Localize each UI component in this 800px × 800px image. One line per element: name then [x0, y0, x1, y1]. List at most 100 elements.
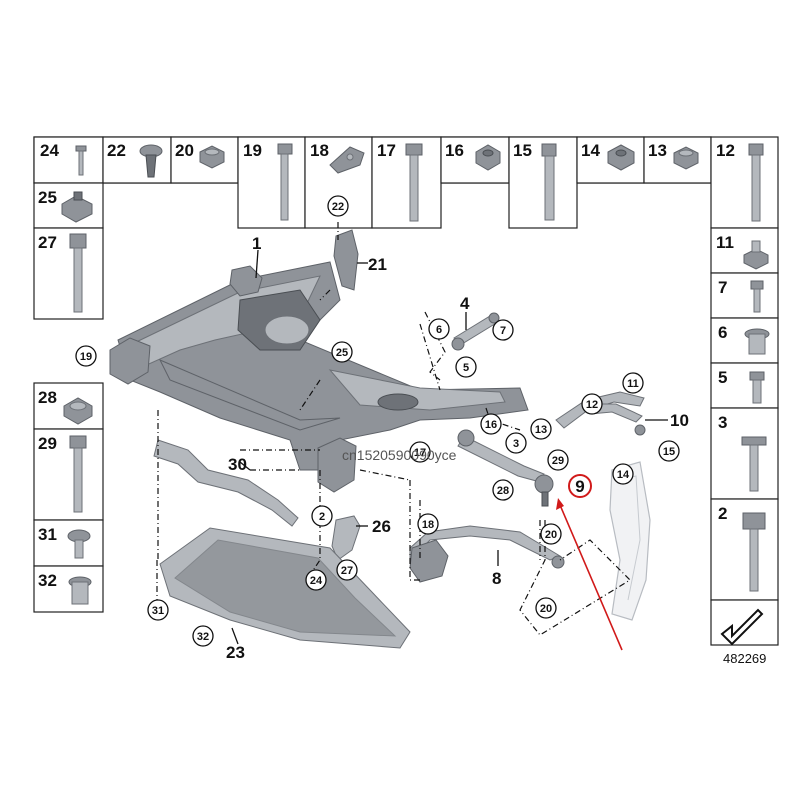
box-16-label: 16 — [445, 141, 464, 160]
box-24-label: 24 — [40, 141, 59, 160]
box-22[interactable]: 22 — [102, 136, 172, 184]
bracket-clip-icon — [329, 146, 365, 174]
box-27[interactable]: 27 — [33, 227, 104, 320]
box-19[interactable]: 19 — [237, 136, 306, 229]
box-15-label: 15 — [513, 141, 532, 160]
callout-circle-31: 31 — [147, 599, 169, 621]
svg-text:19: 19 — [80, 351, 92, 363]
diagram-number: 482269 — [723, 651, 766, 666]
box-18-label: 18 — [310, 141, 329, 160]
solid-leaders — [231, 249, 668, 645]
box-27-label: 27 — [38, 233, 57, 252]
box-11[interactable]: 11 — [710, 227, 779, 274]
box-24[interactable]: 24 — [33, 136, 104, 184]
callout-circle-24: 24 — [305, 569, 327, 591]
box-31[interactable]: 31 — [33, 519, 104, 567]
box-17[interactable]: 17 — [371, 136, 442, 229]
orientation-arrow-box — [710, 599, 779, 646]
control-arm-9[interactable] — [457, 429, 554, 507]
svg-text:11: 11 — [627, 378, 639, 390]
box-14[interactable]: 14 — [576, 136, 645, 184]
box-22-label: 22 — [107, 141, 126, 160]
callout-circle-19: 19 — [75, 345, 97, 367]
callout-circle-20a: 20 — [540, 523, 562, 545]
long-bolt-icon — [69, 435, 87, 513]
box-6[interactable]: 6 — [710, 317, 779, 364]
box-5-label: 5 — [718, 368, 727, 387]
bracket-21[interactable] — [333, 229, 359, 291]
box-2[interactable]: 2 — [710, 498, 779, 601]
box-20-label: 20 — [175, 141, 194, 160]
callout-circle-9[interactable]: 9 — [568, 474, 592, 498]
front-axle-carrier[interactable] — [109, 261, 529, 493]
screw-icon — [75, 145, 87, 176]
callout-circle-5: 5 — [455, 356, 477, 378]
callout-10: 10 — [670, 411, 689, 430]
svg-text:25: 25 — [336, 347, 348, 359]
callout-circle-25: 25 — [331, 341, 353, 363]
svg-text:12: 12 — [586, 399, 598, 411]
svg-text:29: 29 — [552, 455, 564, 467]
tension-strut-4[interactable] — [451, 312, 500, 351]
box-32[interactable]: 32 — [33, 565, 104, 613]
wishbone-8[interactable] — [409, 525, 565, 583]
box-28[interactable]: 28 — [33, 382, 104, 430]
highlight-arrow — [559, 504, 623, 651]
box-32-label: 32 — [38, 571, 57, 590]
svg-text:16: 16 — [485, 419, 497, 431]
box-15[interactable]: 15 — [508, 136, 578, 229]
highlighted-part-label: 9 — [575, 477, 584, 496]
svg-text:20: 20 — [540, 603, 552, 615]
callout-circle-11: 11 — [622, 372, 644, 394]
box-7-label: 7 — [718, 278, 727, 297]
box-3[interactable]: 3 — [710, 407, 779, 500]
underride-guard-23[interactable] — [159, 527, 411, 649]
svg-text:15: 15 — [663, 446, 675, 458]
callout-circle-17: 17 — [409, 441, 431, 463]
sleeve-nut-icon — [744, 328, 770, 355]
box-7[interactable]: 7 — [710, 272, 779, 319]
long-bolt-icon — [405, 143, 423, 222]
callout-circle-2: 2 — [311, 505, 333, 527]
callout-circle-12: 12 — [581, 393, 603, 415]
callout-26: 26 — [372, 517, 391, 536]
cable-holder-30[interactable] — [153, 439, 299, 527]
callout-circle-22: 22 — [327, 195, 349, 217]
box-16[interactable]: 16 — [440, 136, 510, 184]
callout-circle-16: 16 — [480, 413, 502, 435]
bracket-26[interactable] — [331, 515, 361, 561]
callout-21: 21 — [368, 255, 387, 274]
callout-30: 30 — [228, 455, 247, 474]
eccentric-bolt-icon — [541, 143, 557, 221]
box-13[interactable]: 13 — [643, 136, 712, 184]
box-5[interactable]: 5 — [710, 362, 779, 409]
svg-text:32: 32 — [197, 631, 209, 643]
callout-4: 4 — [460, 294, 470, 313]
long-bolt-icon — [741, 436, 767, 492]
watermark-text: cn1520590090yce — [342, 447, 457, 463]
collar-nut-icon — [673, 146, 699, 170]
svg-text:20: 20 — [545, 529, 557, 541]
box-25[interactable]: 25 — [33, 182, 104, 229]
box-29-label: 29 — [38, 434, 57, 453]
box-29[interactable]: 29 — [33, 428, 104, 521]
callout-circle-27: 27 — [336, 559, 358, 581]
box-20[interactable]: 20 — [170, 136, 239, 184]
box-12[interactable]: 12 — [710, 136, 779, 229]
box-13-label: 13 — [648, 141, 667, 160]
box-19-label: 19 — [243, 141, 262, 160]
right-parts-table: 12 11 7 6 5 — [710, 136, 779, 666]
svg-text:17: 17 — [414, 447, 426, 459]
svg-text:3: 3 — [513, 438, 519, 450]
box-28-label: 28 — [38, 388, 57, 407]
svg-text:22: 22 — [332, 201, 344, 213]
callout-circle-7: 7 — [492, 319, 514, 341]
box-17-label: 17 — [377, 141, 396, 160]
hex-nut-icon — [607, 144, 635, 171]
expansion-rivet-icon — [139, 144, 163, 178]
box-3-label: 3 — [718, 413, 727, 432]
sleeve-nut-icon — [68, 576, 92, 605]
top-parts-table: 24 22 20 19 — [33, 136, 712, 229]
callout-circle-20b: 20 — [535, 597, 557, 619]
speed-nut-icon — [61, 191, 93, 223]
